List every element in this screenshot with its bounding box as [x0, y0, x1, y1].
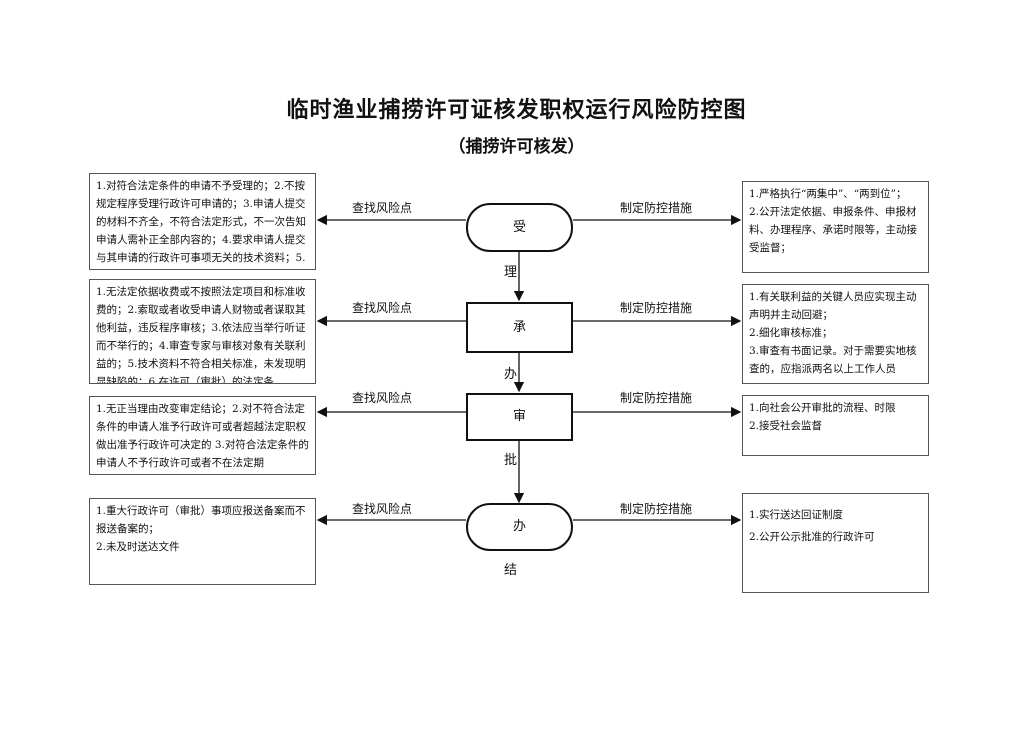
- measure-text: 1.实行送达回证制度: [749, 509, 844, 521]
- measure-label-1: 制定防控措施: [620, 201, 693, 215]
- measure-text: 3.审查有书面记录。对于需要实地核查的，应指派两名以上工作人员: [749, 345, 917, 375]
- measure-text: 1.严格执行“两集中”、“两到位”；: [749, 188, 907, 200]
- risk-box-finish: 1.重大行政许可（审批）事项应报送备案而不报送备案的； 2.未及时送达文件: [89, 498, 316, 585]
- measure-label-3: 制定防控措施: [620, 391, 693, 405]
- step-handle: 承 办: [466, 302, 573, 382]
- risk-box-handle: 1.无法定依据收费或不按照法定项目和标准收费的；2.索取或者收受申请人财物或者谋…: [89, 279, 316, 384]
- risk-label-1: 查找风险点: [352, 201, 413, 215]
- risk-box-accept: 1.对符合法定条件的申请不予受理的；2.不按规定程序受理行政许可申请的；3.申请…: [89, 173, 316, 270]
- step-accept: 受 理: [466, 203, 573, 280]
- measure-box-handle: 1.有关联利益的关键人员应实现主动声明并主动回避； 2.细化审核标准； 3.审查…: [742, 284, 929, 384]
- risk-text: 1.重大行政许可（审批）事项应报送备案而不报送备案的；: [96, 505, 306, 535]
- measure-box-approve: 1.向社会公开审批的流程、时限 2.接受社会监督: [742, 395, 929, 456]
- measure-box-accept: 1.严格执行“两集中”、“两到位”； 2.公开法定依据、申报条件、申报材料、办理…: [742, 181, 929, 273]
- measure-text: 2.公开法定依据、申报条件、申报材料、办理程序、承诺时限等，主动接受监督；: [749, 206, 917, 254]
- page-title: 临时渔业捕捞许可证核发职权运行风险防控图: [286, 98, 747, 123]
- step-approve-label: 审 批: [503, 409, 576, 468]
- risk-label-2: 查找风险点: [352, 301, 413, 315]
- step-accept-label: 受 理: [503, 220, 576, 280]
- step-approve: 审 批: [466, 393, 573, 468]
- risk-text: 1.对符合法定条件的申请不予受理的；2.不按规定程序受理行政许可申请的；3.申请…: [96, 180, 306, 264]
- step-finish-label: 办 结: [503, 519, 576, 578]
- risk-text: 1.无正当理由改变审定结论；2.对不符合法定条件的申请人准予行政许可或者超越法定…: [96, 403, 309, 469]
- step-finish: 办 结: [466, 503, 573, 578]
- step-handle-label: 承 办: [503, 320, 576, 382]
- measure-label-2: 制定防控措施: [620, 301, 693, 315]
- measure-label-4: 制定防控措施: [620, 502, 693, 516]
- measure-text: 2.接受社会监督: [749, 420, 823, 432]
- risk-text: 2.未及时送达文件: [96, 541, 180, 553]
- risk-label-4: 查找风险点: [352, 502, 413, 516]
- risk-box-approve: 1.无正当理由改变审定结论；2.对不符合法定条件的申请人准予行政许可或者超越法定…: [89, 396, 316, 475]
- measure-text: 2.细化审核标准；: [749, 327, 833, 339]
- measure-text: 1.有关联利益的关键人员应实现主动声明并主动回避；: [749, 291, 917, 321]
- risk-text: 1.无法定依据收费或不按照法定项目和标准收费的；2.索取或者收受申请人财物或者谋…: [96, 286, 306, 384]
- measure-box-finish: 1.实行送达回证制度 2.公开公示批准的行政许可: [742, 493, 929, 593]
- measure-text: 1.向社会公开审批的流程、时限: [749, 402, 896, 414]
- risk-label-3: 查找风险点: [352, 391, 413, 405]
- measure-text: 2.公开公示批准的行政许可: [749, 531, 875, 543]
- page-subtitle: （捕捞许可核发）: [448, 137, 585, 157]
